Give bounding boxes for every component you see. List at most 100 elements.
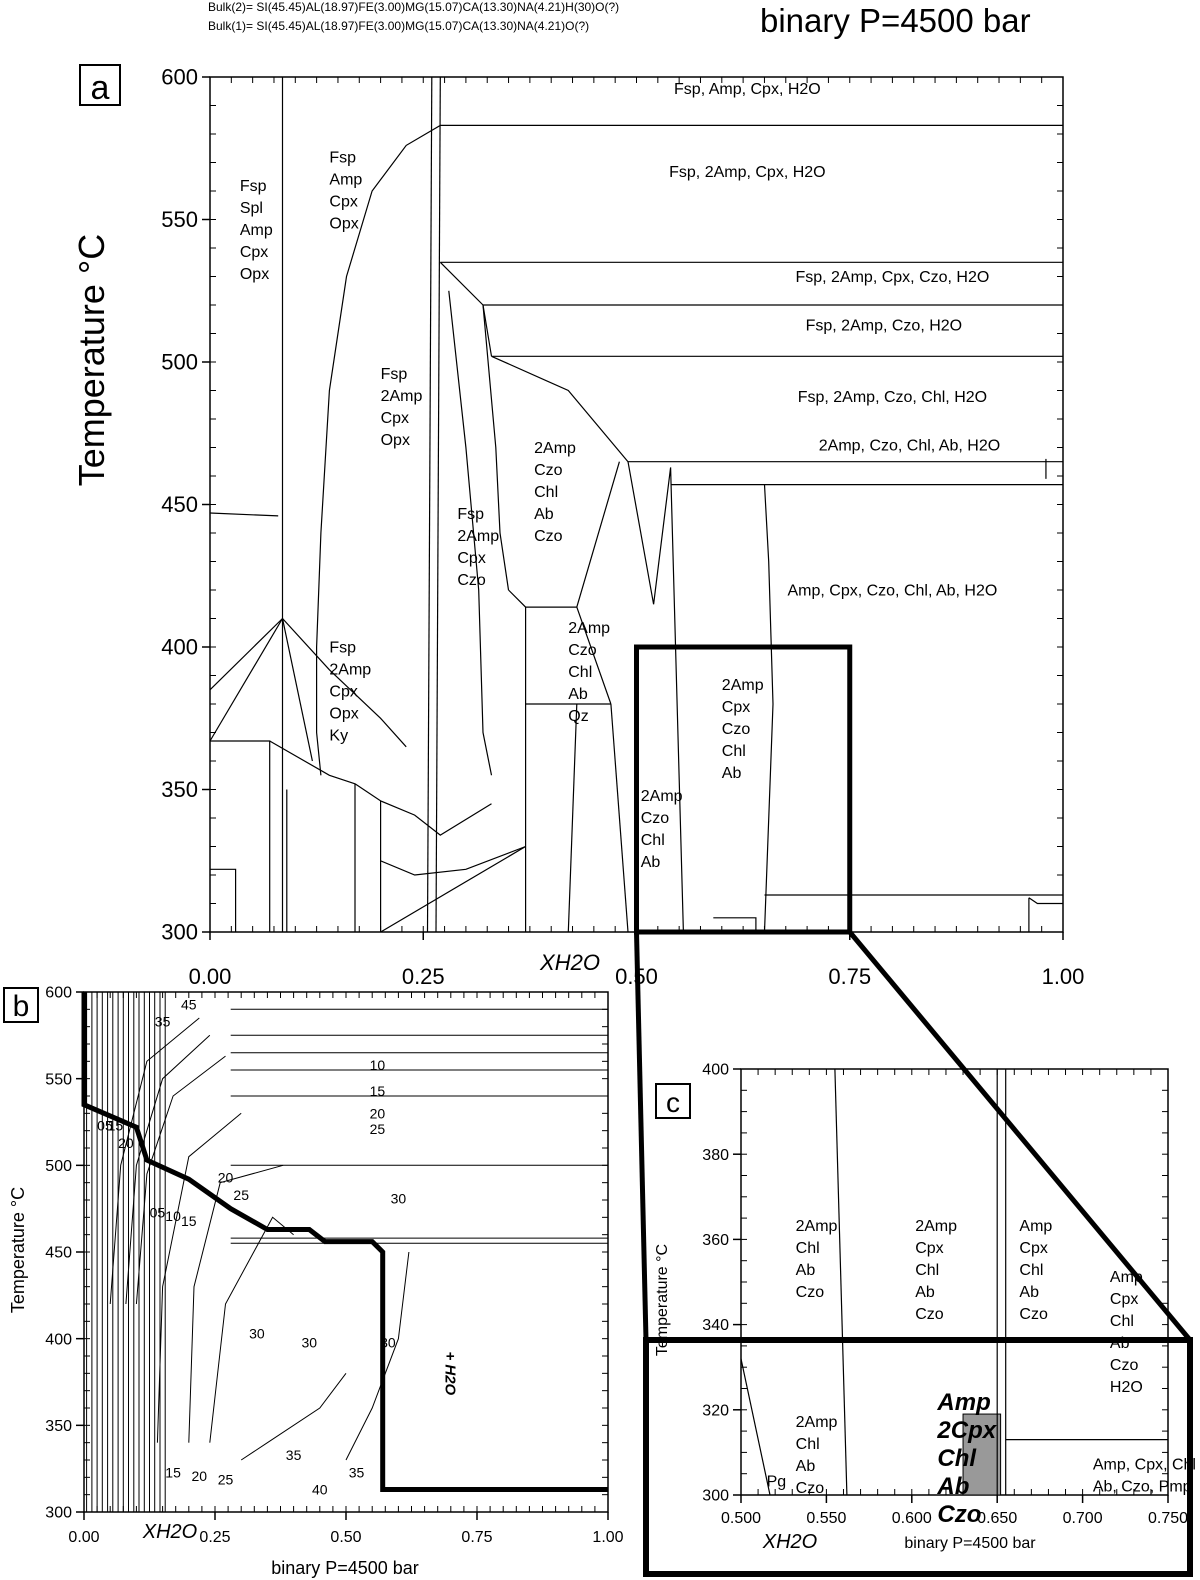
phase-boundary: [210, 740, 271, 932]
field-label: Ky: [329, 728, 348, 745]
field-label: Czo: [937, 1501, 981, 1528]
contour-label: 35: [155, 1014, 171, 1030]
field-label: Fsp: [240, 178, 267, 195]
field-label: 2Amp: [915, 1218, 957, 1235]
inset-frame: [643, 1337, 1193, 1577]
x-tick-label: 0.00: [68, 1529, 99, 1546]
x-tick-label: 0.00: [189, 964, 232, 989]
y-tick-label: 380: [702, 1147, 729, 1164]
field-label: Ab: [534, 506, 554, 523]
x-tick-label: 1.00: [592, 1529, 623, 1546]
contour-label: 25: [370, 1121, 386, 1137]
y-tick-label: 350: [161, 777, 198, 802]
field-label: Ab: [796, 1262, 816, 1279]
field-label: Czo: [1019, 1306, 1048, 1323]
field-label: Czo: [457, 572, 486, 589]
contour-line: [125, 1034, 211, 1305]
contour-label: 20: [370, 1106, 386, 1122]
field-label: Ab, Czo, Pmp: [1093, 1478, 1192, 1495]
field-label: 2Amp: [457, 528, 499, 545]
field-label: Fsp, Amp, Cpx, H2O: [674, 81, 821, 98]
field-label: Spl: [240, 200, 263, 217]
field-label: Chl: [568, 664, 592, 681]
field-label: Chl: [796, 1240, 820, 1257]
field-label: Czo: [534, 462, 563, 479]
figure-title: binary P=4500 bar: [760, 2, 1031, 39]
zoom-connector-line: [634, 931, 649, 1341]
y-tick-label: 550: [161, 207, 198, 232]
field-label: Cpx: [915, 1240, 943, 1257]
contour-line: [240, 1372, 347, 1461]
field-label: Czo: [796, 1480, 825, 1497]
phase-boundary: [448, 290, 493, 776]
phase-boundary: [209, 618, 284, 742]
field-label: Cpx: [329, 684, 357, 701]
phase-boundary: [610, 703, 629, 933]
field-label: Ab: [568, 686, 588, 703]
field-label: Cpx: [240, 244, 268, 261]
field-label: Amp: [240, 222, 273, 239]
x-tick-label: 0.650: [977, 1510, 1017, 1527]
field-label: Chl: [641, 832, 665, 849]
field-label: Fsp: [457, 506, 484, 523]
phase-boundary: [834, 1068, 848, 1496]
field-label: Czo: [722, 721, 751, 738]
field-label: Czo: [796, 1284, 825, 1301]
zoom-connector-line: [847, 930, 1192, 1342]
phase-boundary: [740, 1358, 771, 1496]
contour-label: 15: [108, 1118, 124, 1134]
field-label: Ab: [796, 1458, 816, 1475]
phase-boundary: [763, 484, 774, 933]
field-label: Fsp, 2Amp, Cpx, Czo, H2O: [795, 269, 989, 286]
y-tick-label: 400: [161, 635, 198, 660]
field-label: Ab: [722, 765, 742, 782]
field-label: Fsp, 2Amp, Cpx, H2O: [669, 164, 826, 181]
contour-line: [209, 1216, 294, 1443]
field-label: Chl: [937, 1445, 977, 1472]
contour-label: 30: [391, 1190, 407, 1206]
field-label: Chl: [722, 743, 746, 760]
field-label: Cpx: [1019, 1240, 1047, 1257]
field-label: Amp, Cpx, Czo, Chl, Ab, H2O: [787, 583, 997, 600]
contour-label: 45: [181, 996, 197, 1012]
contour-label: 20: [118, 1135, 134, 1151]
phase-boundary: [209, 618, 283, 691]
phase-boundary: [282, 618, 407, 748]
contour-label: 05: [150, 1204, 166, 1220]
y-axis-title: Temperature °C: [8, 1187, 28, 1313]
phase-boundary: [627, 461, 684, 933]
field-label: Cpx: [457, 550, 485, 567]
field-label: Amp: [1019, 1218, 1052, 1235]
field-label: Ab: [641, 854, 661, 871]
field-label: Cpx: [1110, 1291, 1138, 1308]
field-label: 2Amp: [796, 1218, 838, 1235]
field-label: Czo: [568, 642, 597, 659]
contour-line: [345, 1251, 410, 1461]
x-axis-title: XH2O: [539, 950, 600, 975]
field-label: Czo: [1110, 1357, 1139, 1374]
contour-label: 25: [233, 1187, 249, 1203]
x-tick-label: 0.75: [828, 964, 871, 989]
field-label: Cpx: [329, 194, 357, 211]
field-label: Chl: [534, 484, 558, 501]
bulk-composition-2: Bulk(2)= SI(45.45)AL(18.97)FE(3.00)MG(15…: [208, 0, 620, 14]
contour-label: 05: [97, 1118, 113, 1134]
x-tick-label: 0.25: [199, 1529, 230, 1546]
y-tick-label: 450: [45, 1245, 72, 1262]
zoom-region-box: [634, 644, 853, 935]
contour-line: [135, 1055, 226, 1305]
x-axis-subtitle: binary P=4500 bar: [271, 1558, 419, 1578]
phase-boundary: [713, 917, 757, 932]
shaded-assemblage-field: [962, 1413, 1002, 1496]
x-tick-label: 0.600: [892, 1510, 932, 1527]
contour-line: [109, 1017, 200, 1305]
field-label: H2O: [1110, 1379, 1143, 1396]
phase-boundary: [482, 304, 510, 591]
contour-label: 25: [218, 1471, 234, 1487]
contour-label: 30: [380, 1334, 396, 1350]
panel-label: b: [13, 990, 30, 1023]
panel-label: a: [91, 69, 110, 107]
field-label: Cpx: [722, 699, 750, 716]
y-axis-title: Temperature °C: [654, 1244, 671, 1356]
field-label: Opx: [329, 706, 358, 723]
